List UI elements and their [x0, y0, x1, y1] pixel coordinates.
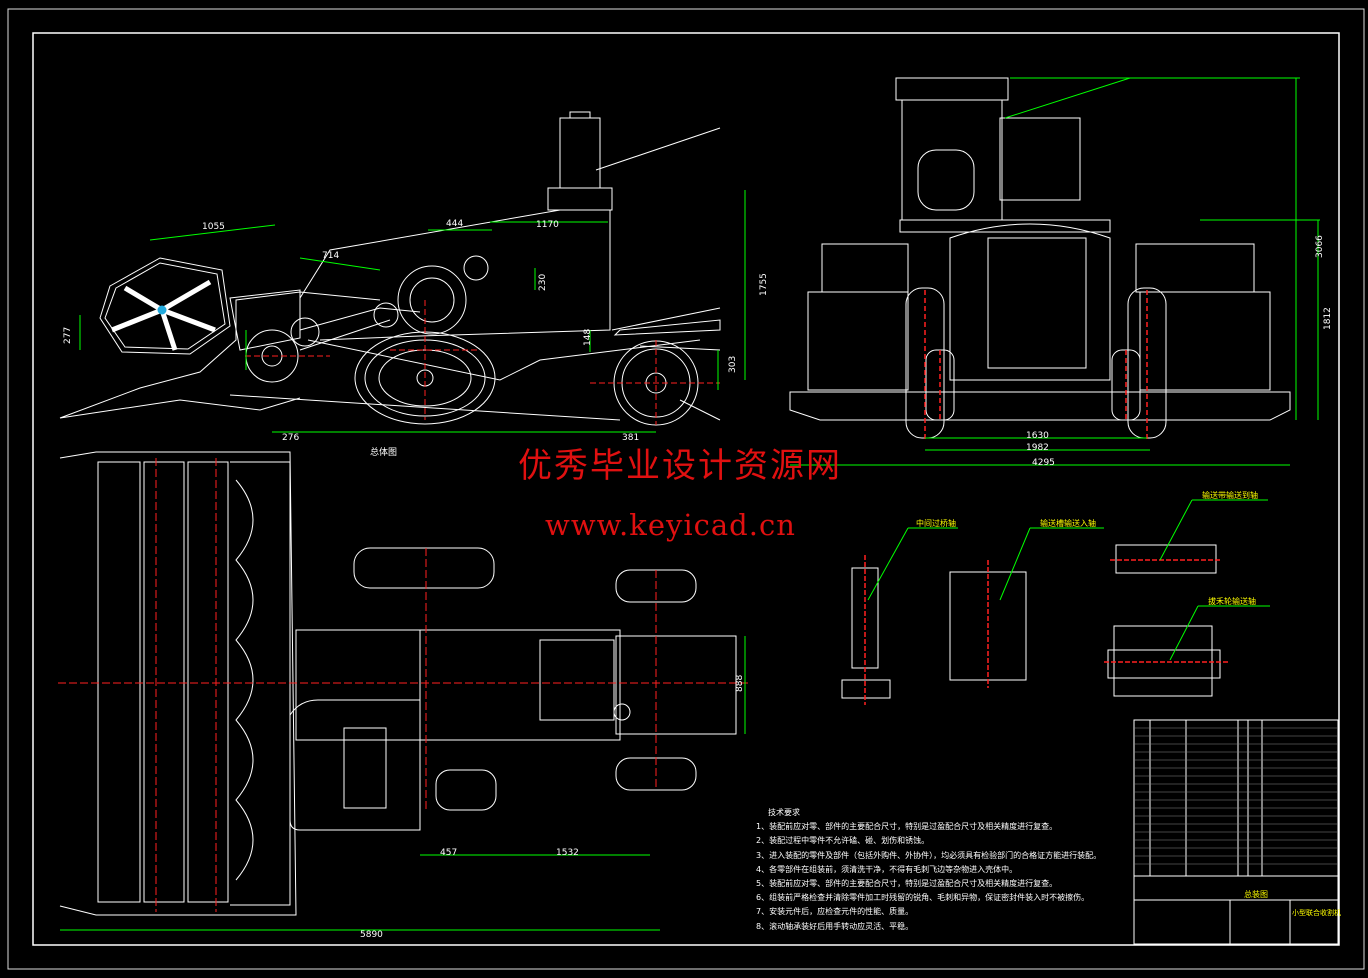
- dim-1532: 1532: [556, 848, 579, 858]
- top-view-dim-labels: 5890 457 1532 888: [360, 675, 745, 940]
- side-view-dim-labels: 1055 277 714 444 1170 230 1755 148 303 2…: [63, 219, 769, 458]
- detail-views: [841, 544, 1221, 699]
- watermark-chinese: 优秀毕业设计资源网: [518, 446, 842, 486]
- dim-888: 888: [735, 675, 745, 692]
- dim-1812: 1812: [1323, 307, 1333, 330]
- front-view-dims: [790, 77, 1320, 466]
- dim-277: 277: [63, 327, 73, 344]
- dim-457: 457: [440, 848, 457, 858]
- side-view-centerlines: [245, 300, 720, 425]
- top-view-centerlines: [58, 458, 748, 912]
- dim-4295: 4295: [1032, 458, 1055, 468]
- dim-381: 381: [622, 433, 639, 443]
- dim-714: 714: [322, 251, 339, 261]
- front-view-dim-labels: 3066 1812 1630 1982 4295: [1026, 235, 1333, 468]
- tech-item: 5、装配前应对零、部件的主要配合尺寸，特别是过盈配合尺寸及相关精度进行复查。: [756, 879, 1058, 889]
- watermark-url: www.keyicad.cn: [545, 508, 796, 542]
- dim-303: 303: [728, 356, 738, 373]
- dim-1170: 1170: [536, 220, 559, 230]
- inner-frame: [32, 32, 1340, 946]
- title-block-text: 总装图 小型联合收割机: [1244, 889, 1341, 917]
- detail-label-d: 拔禾轮输送轴: [1208, 596, 1256, 606]
- dim-230: 230: [538, 274, 548, 291]
- tech-item: 7、安装元件后，应检查元件的性能、质量。: [756, 907, 914, 917]
- side-view-label: 总体图: [370, 446, 397, 458]
- dim-5890: 5890: [360, 930, 383, 940]
- title-block-part-name: 小型联合收割机: [1292, 908, 1341, 917]
- dim-1630: 1630: [1026, 431, 1049, 441]
- tech-item: 6、组装前严格检查并清除零件加工时残留的锐角、毛刺和异物，保证密封件装入时不被擦…: [756, 893, 1090, 903]
- technical-requirements: 技术要求 1、装配前应对零、部件的主要配合尺寸，特别是过盈配合尺寸及相关精度进行…: [756, 806, 1126, 934]
- tech-item: 8、滚动轴承装好后用手转动应灵活、平稳。: [756, 921, 914, 931]
- parts-list: [1133, 719, 1339, 945]
- dim-1755: 1755: [759, 273, 769, 296]
- tech-item: 4、各零部件在组装前，须清洗干净，不得有毛刺飞边等杂物进入壳体中。: [756, 864, 1018, 874]
- dim-444: 444: [446, 219, 463, 229]
- title-block-drawing-name: 总装图: [1244, 889, 1268, 899]
- parts-list-rows: [1134, 727, 1338, 865]
- tech-title: 技术要求: [768, 808, 800, 817]
- dim-1982: 1982: [1026, 443, 1049, 453]
- detail-centerlines: [864, 555, 1228, 705]
- side-view: [59, 111, 721, 426]
- dim-1055: 1055: [202, 222, 225, 232]
- dim-3066: 3066: [1315, 235, 1325, 258]
- front-view: [789, 77, 1291, 439]
- front-view-centerlines: [924, 290, 1148, 440]
- detail-labels: 中间过桥轴 输送槽输送入轴 输送带输送到轴 拔禾轮输送轴: [916, 490, 1258, 606]
- detail-label-b: 输送槽输送入轴: [1040, 518, 1096, 528]
- detail-leaders: [867, 499, 1270, 661]
- dim-148: 148: [583, 329, 593, 346]
- tech-item: 3、进入装配的零件及部件（包括外购件、外协件），均必须具有检验部门的合格证方能进…: [756, 850, 1102, 860]
- outer-frame: [7, 8, 1365, 970]
- dim-276: 276: [282, 433, 299, 443]
- top-view-dims: [60, 636, 746, 931]
- detail-label-a: 中间过桥轴: [916, 518, 956, 528]
- tech-item: 1、装配前应对零、部件的主要配合尺寸，特别是过盈配合尺寸及相关精度进行复查。: [756, 822, 1058, 832]
- side-view-dims: [79, 190, 746, 433]
- tech-item: 2、装配过程中零件不允许磕、碰、划伤和锈蚀。: [756, 836, 930, 846]
- detail-label-c: 输送带输送到轴: [1202, 490, 1258, 500]
